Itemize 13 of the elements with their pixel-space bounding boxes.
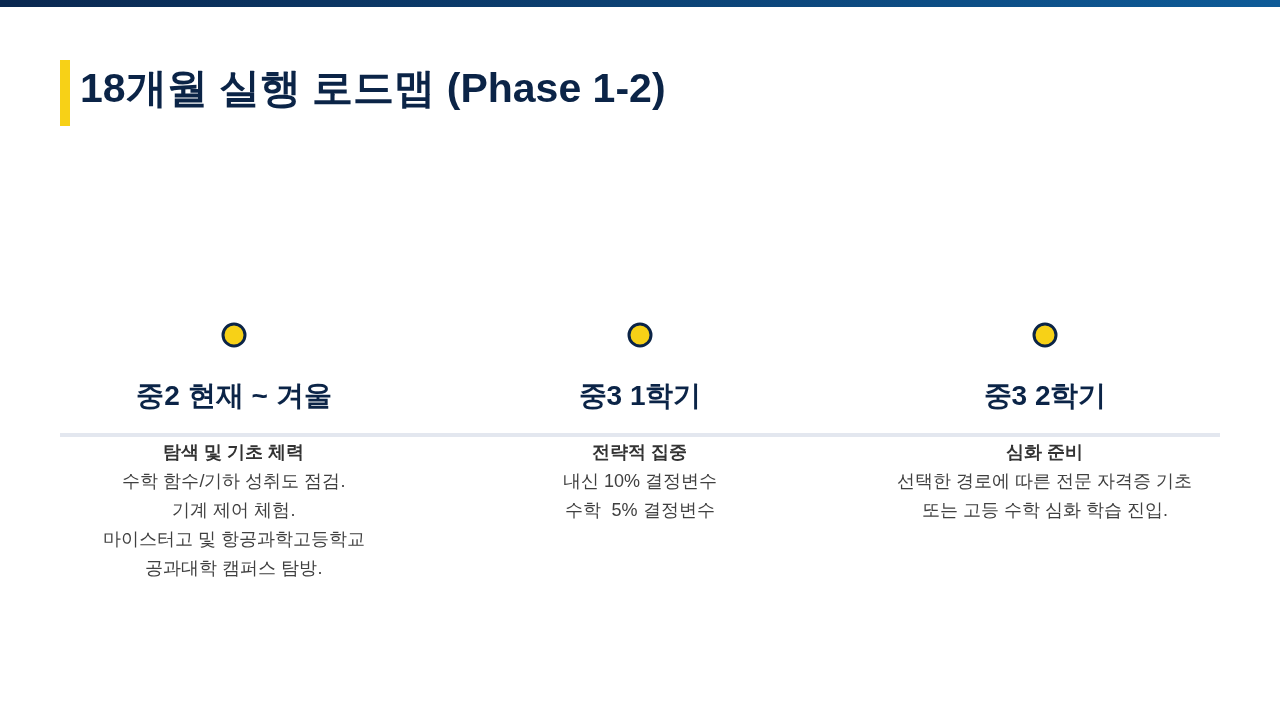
phase-description: 마이스터고 및 항공과학고등학교 공과대학 캠퍼스 탐방.	[102, 528, 366, 580]
phase-subtitle: 탐색 및 기초 체력	[163, 441, 305, 464]
phase-heading: 중2 현재 ~ 겨울	[136, 380, 332, 411]
phase-heading: 중3 1학기	[578, 380, 702, 411]
phase-subtitle: 전략적 집중	[592, 441, 688, 464]
phase-description: 기계 제어 체험.	[172, 499, 296, 522]
phase-heading: 중3 2학기	[983, 380, 1107, 411]
phase-description: 선택한 경로에 따른 전문 자격증 기초 또는 고등 수학 심화 학습 진입.	[896, 470, 1194, 522]
phase-description: 내신 10% 결정변수	[563, 470, 717, 493]
slide-title: 18개월 실행 로드맵 (Phase 1-2)	[80, 64, 666, 112]
phase-subtitle: 심화 준비	[1006, 441, 1084, 464]
phase-description: 수학 함수/기하 성취도 점검.	[122, 470, 346, 493]
phase-description: 수학 5% 결정변수	[565, 499, 715, 522]
